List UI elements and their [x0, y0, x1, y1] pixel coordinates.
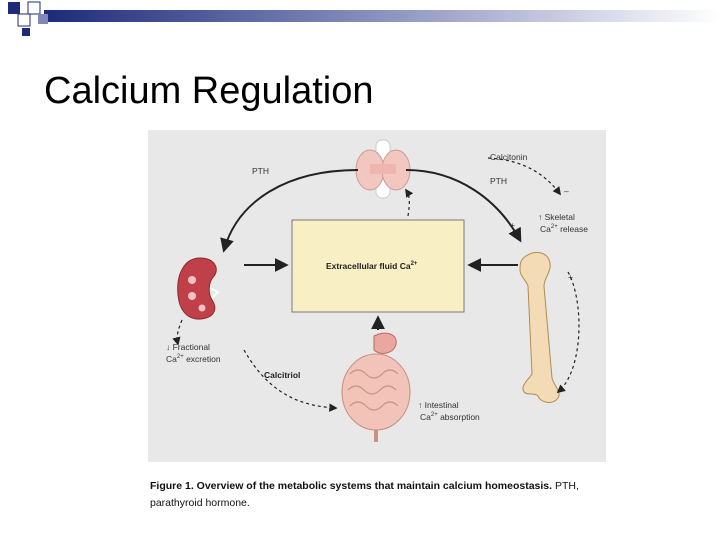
figure-caption: Figure 1. Overview of the metabolic syst…	[150, 478, 600, 512]
calcium-regulation-figure: Extracellular fluid Ca2+	[148, 130, 606, 462]
kidney-icon	[177, 257, 220, 320]
intestine-icon	[341, 332, 411, 442]
caption-rest: PTH, parathyroid hormone.	[150, 480, 579, 509]
slide-decoration	[8, 1, 720, 36]
extracellular-fluid-label: Extracellular fluid Ca2+	[326, 261, 418, 271]
calcitriol-label: Calcitriol	[264, 370, 300, 380]
slide-title: Calcium Regulation	[44, 70, 374, 112]
bone-icon	[519, 252, 560, 403]
calcitonin-label: Calcitonin	[490, 152, 528, 162]
thyroid-gland-icon	[355, 139, 411, 199]
fractional-excretion-label: ↓ Fractional Ca2+ excretion	[166, 342, 221, 364]
hormone-arrows	[220, 169, 522, 330]
feedback-arrows	[172, 157, 580, 412]
pth-right-label: PTH	[490, 176, 507, 186]
skeletal-release-label: ↑ Skeletal Ca2+ release	[538, 212, 588, 234]
caption-bold: Figure 1. Overview of the metabolic syst…	[150, 480, 553, 492]
plus-right-label: +	[510, 220, 515, 230]
extracellular-fluid-box	[291, 219, 465, 313]
minus-label: –	[564, 186, 569, 196]
plus-bone-label: +	[568, 272, 573, 282]
intestinal-absorption-label: ↑ Intestinal Ca2+ absorption	[418, 400, 480, 422]
pth-left-label: PTH	[252, 166, 269, 176]
